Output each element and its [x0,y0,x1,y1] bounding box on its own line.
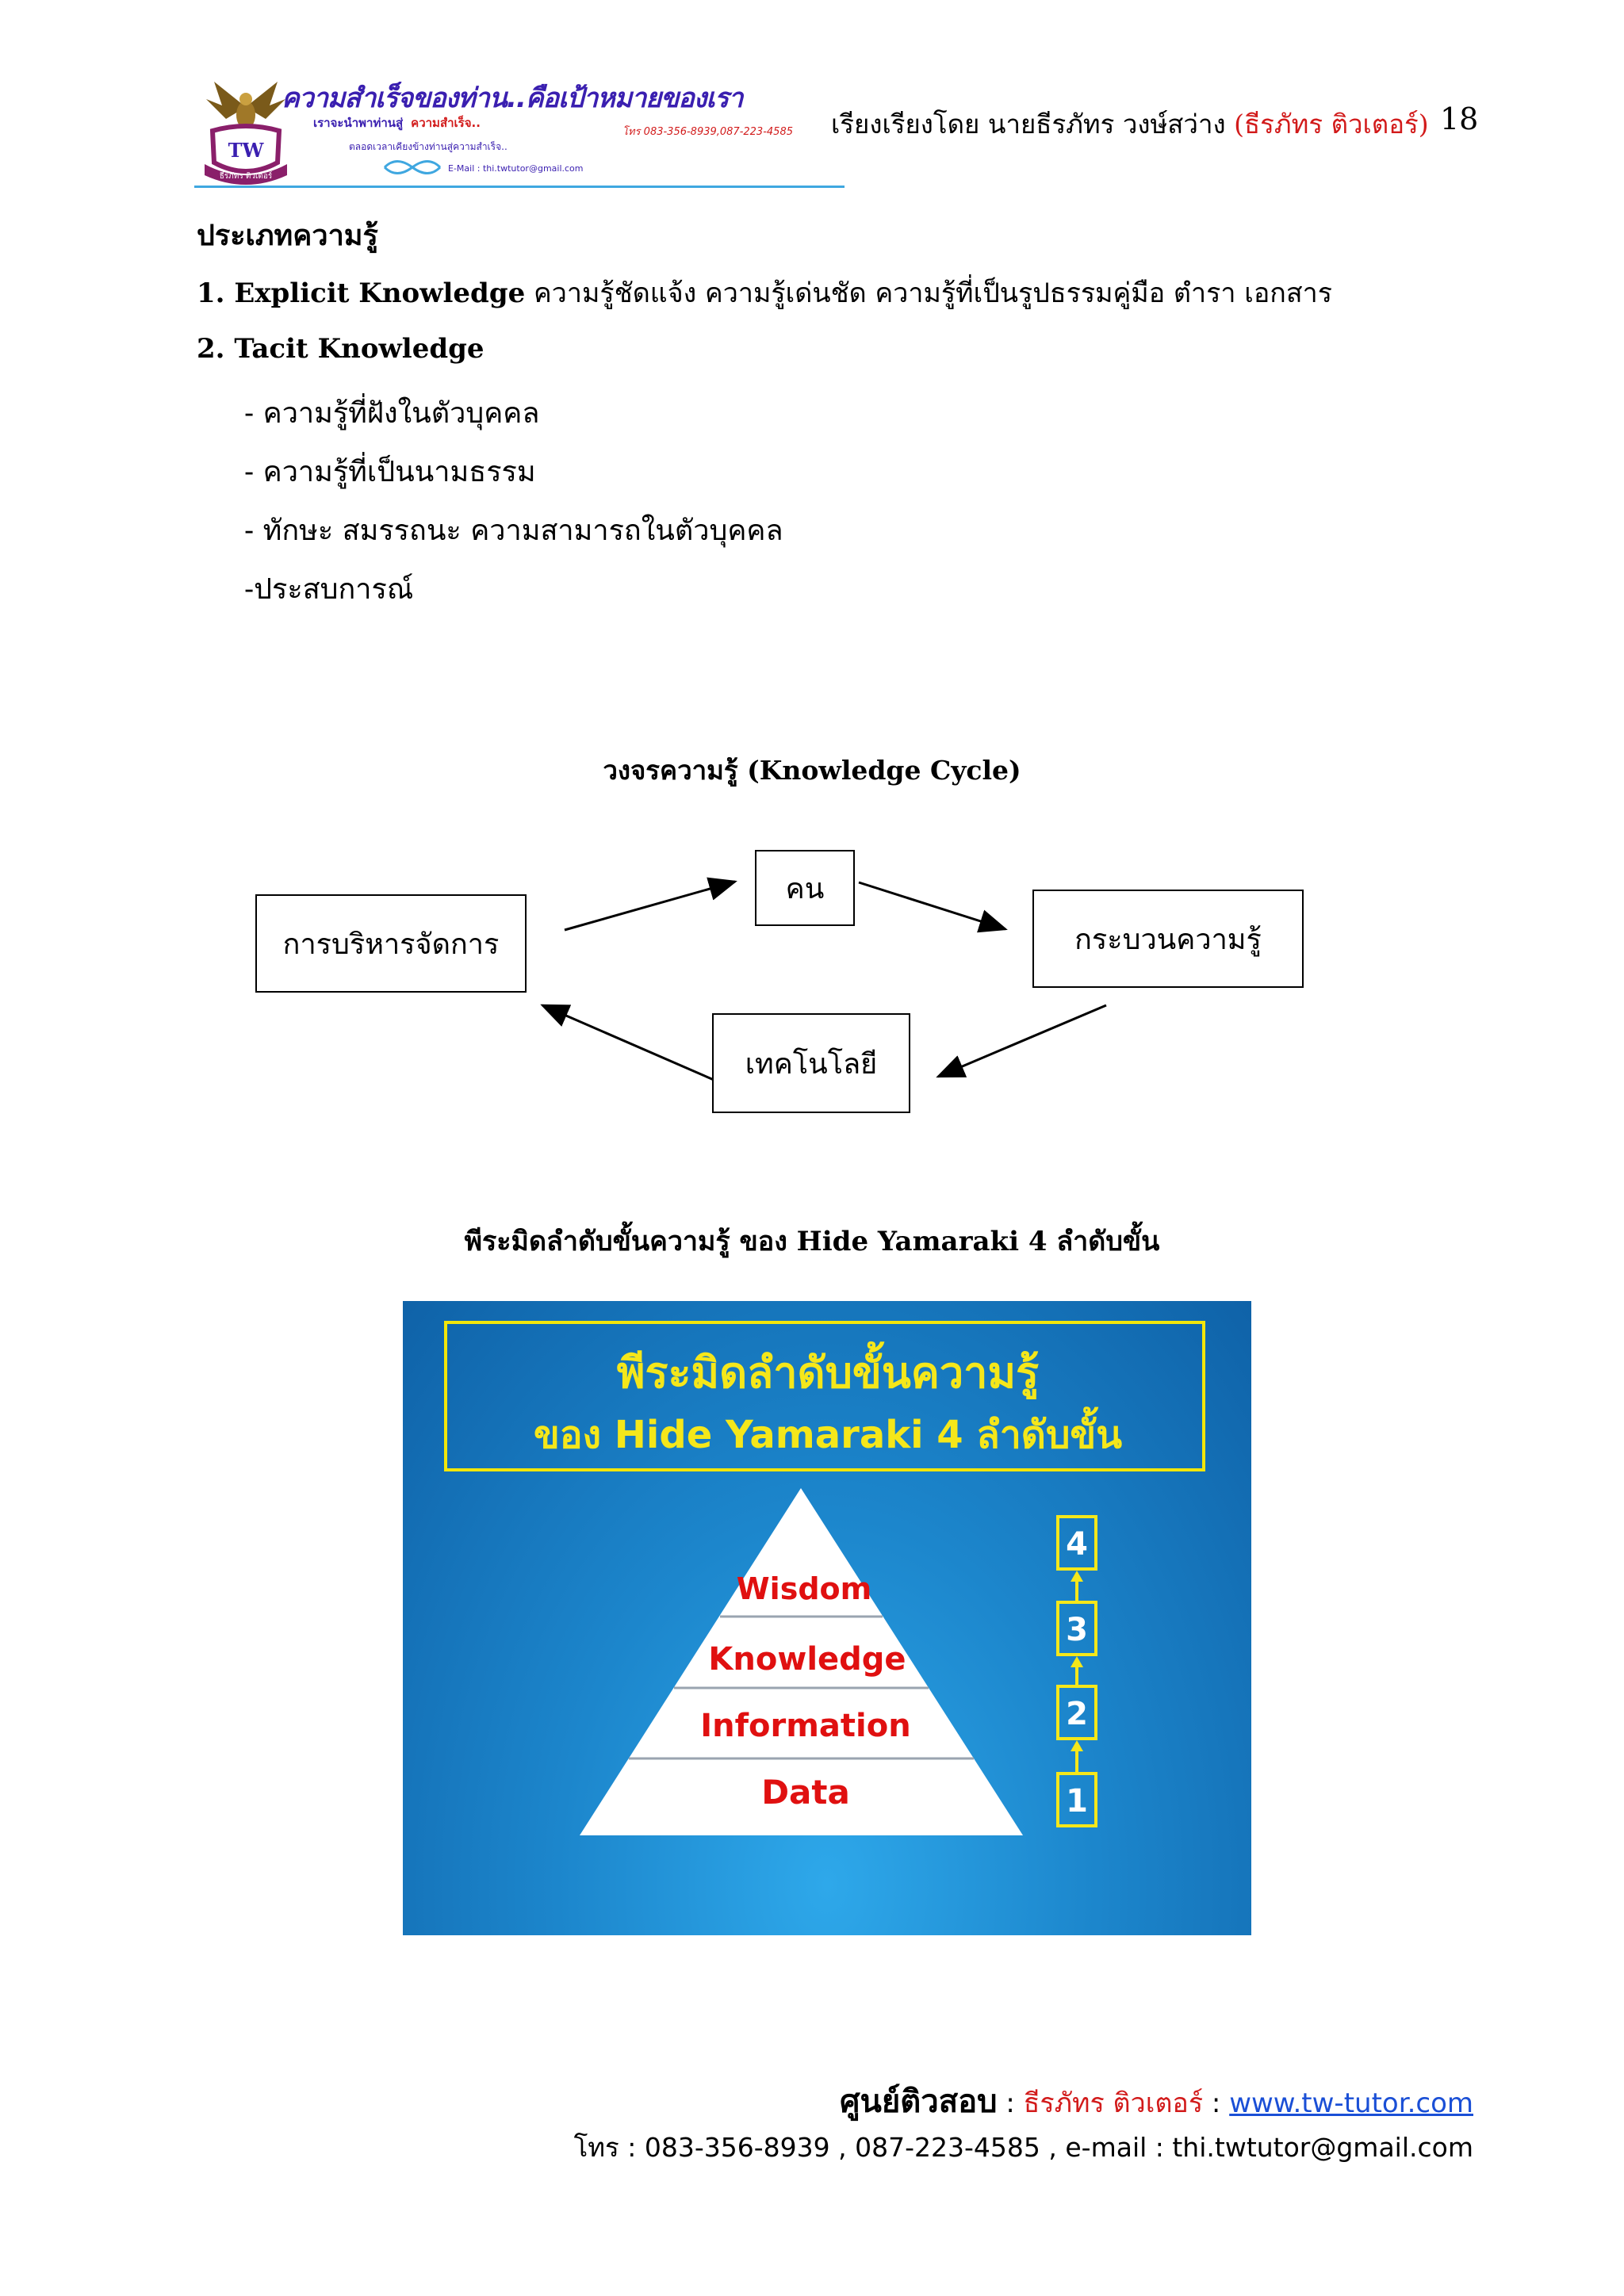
tacit-point: -ประสบการณ์ [244,573,414,606]
slide-title-box: พีระมิดลำดับขั้นความรู้ ของ Hide Yamarak… [444,1321,1205,1471]
pyramid-graphic: Wisdom Knowledge Information Data 4 3 2 … [580,1488,1097,1835]
pyramid-level-knowledge: Knowledge [708,1641,906,1678]
list-item-explicit: 1. Explicit Knowledge ความรู้ชัดแจ้ง ควา… [197,271,1332,314]
cycle-node-management: การบริหารจัดการ [255,894,527,993]
cycle-node-people: คน [755,850,855,926]
header-divider [194,186,845,188]
cycle-node-process: กระบวนความรู้ [1032,890,1304,988]
arrow-technology-to-management [540,1004,714,1081]
tacit-point: - ความรู้ที่เป็นนามธรรม [244,456,536,488]
step-ladder [1056,1515,1097,1827]
pyramid-level-information: Information [700,1708,910,1744]
logo-subtitle: เราจะนำพาท่านสู่ ความสำเร็จ.. [313,113,481,132]
pyramid-caption: พีระมิดลำดับขั้นความรู้ ของ Hide Yamarak… [464,1226,1160,1257]
author-alias: (ธีรภัทร ติวเตอร์) [1234,109,1429,140]
footer-separator: : [1203,2087,1230,2119]
explicit-label: 1. Explicit Knowledge [197,277,526,309]
logo-email: E-Mail : thi.twtutor@gmail.com [448,163,584,174]
diagram-title: วงจรความรู้ (Knowledge Cycle) [603,755,1021,786]
author-name: เรียงเรียงโดย นายธีรภัทร วงษ์สว่าง [831,109,1235,140]
logo-subtitle-red: ความสำเร็จ.. [411,116,481,130]
slide-title-line-2: ของ Hide Yamaraki 4 ลำดับขั้น [533,1413,1123,1457]
tacit-point: - ความรู้ที่ฝังในตัวบุคคล [244,397,540,430]
step-number: 1 [1066,1783,1088,1820]
tacit-label: 2. Tacit Knowledge [197,333,485,365]
footer-separator: : [997,2087,1024,2119]
pyramid-level-wisdom: Wisdom [737,1571,871,1606]
logo-slogan: ความสำเร็จของท่าน..คือเป้าหมายของเรา [282,82,743,114]
arrow-people-to-process [858,881,1008,933]
footer-website-link[interactable]: www.tw-tutor.com [1229,2087,1473,2119]
logo-badge: TW [228,139,265,162]
footer-tutor-name: ธีรภัทร ติวเตอร์ [1023,2087,1204,2119]
section-title: ประเภทความรู้ [197,219,378,252]
tacit-point: - ทักษะ สมรรถนะ ความสามารถในตัวบุคคล [244,515,783,547]
ornament-icon [383,160,442,174]
footer-center-name: ศูนย์ติวสอบ [840,2084,998,2120]
logo-emblem: TW ธีรภัทร ติวเตอร์ [198,75,293,186]
header-author: เรียงเรียงโดย นายธีรภัทร วงษ์สว่าง (ธีรภ… [831,103,1429,145]
pyramid-level-data: Data [761,1773,850,1812]
cycle-arrows [540,877,1107,1081]
logo-phone: โทร 083-356-8939,087-223-4585 [622,126,793,138]
arrow-process-to-technology [936,1004,1107,1078]
logo-subtitle-text: เราจะนำพาท่านสู่ [313,116,404,130]
slide-title-line-1: พีระมิดลำดับขั้นความรู้ [616,1348,1040,1398]
footer-contact: โทร : 083-356-8939 , 087-223-4585 , e-ma… [573,2132,1473,2163]
logo-ribbon-text: ธีรภัทร ติวเตอร์ [220,171,273,181]
footer-line-1: ศูนย์ติวสอบ : ธีรภัทร ติวเตอร์ : www.tw-… [840,2076,1473,2126]
arrow-management-to-people [564,877,737,932]
logo-subtitle-2: ตลอดเวลาเคียงข้างท่านสู่ความสำเร็จ.. [349,141,508,152]
step-number: 4 [1066,1526,1088,1563]
step-number: 2 [1066,1696,1088,1732]
list-item-tacit: 2. Tacit Knowledge [197,333,485,365]
page-number: 18 [1440,101,1479,136]
pyramid-shape [580,1488,1023,1835]
step-number: 3 [1066,1612,1088,1648]
explicit-description: ความรู้ชัดแจ้ง ความรู้เด่นชัด ความรู้ที่… [525,277,1332,309]
cycle-node-technology: เทคโนโลยี [712,1013,910,1113]
step-box [1056,1515,1097,1571]
pyramid-slide: พีระมิดลำดับขั้นความรู้ ของ Hide Yamarak… [403,1301,1251,1935]
